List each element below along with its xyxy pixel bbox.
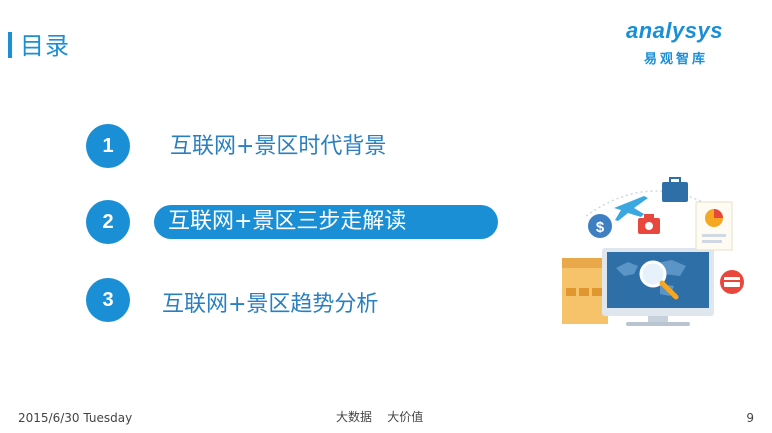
page-number: 9 xyxy=(746,411,754,425)
travel-analytics-illustration: $ xyxy=(562,177,744,326)
title-accent-bar xyxy=(8,32,12,58)
magnifier-icon xyxy=(639,260,679,300)
svg-text:$: $ xyxy=(596,219,605,236)
agenda-number: 1 xyxy=(86,124,130,168)
dollar-icon: $ xyxy=(588,214,612,238)
credit-card-icon xyxy=(720,270,744,294)
dotted-arc xyxy=(585,190,727,217)
camera-icon xyxy=(638,214,660,234)
airplane-icon xyxy=(614,196,648,221)
monitor-map-icon xyxy=(602,248,714,326)
agenda-number: 3 xyxy=(86,278,130,322)
agenda-label: 互联网+景区趋势分析 xyxy=(162,292,379,317)
brand-logo: analysys 易观智库 xyxy=(626,18,746,70)
agenda-item-2[interactable]: 2 互联网+景区三步走解读 xyxy=(0,198,772,248)
logo-english: analysys xyxy=(626,18,723,43)
page-title: 目录 xyxy=(20,32,70,60)
agenda-label: 互联网+景区时代背景 xyxy=(170,134,387,159)
agenda-item-1[interactable]: 1 互联网+景区时代背景 xyxy=(0,122,772,172)
agenda-label-active: 互联网+景区三步走解读 xyxy=(154,205,499,239)
footer-date: 2015/6/30 Tuesday xyxy=(18,411,133,425)
logo-chinese: 易观智库 xyxy=(644,52,709,67)
agenda-number: 2 xyxy=(86,200,130,244)
pie-chart-icon xyxy=(695,201,733,251)
folder-icon xyxy=(562,258,608,324)
briefcase-icon xyxy=(662,177,688,202)
footer-tagline: 大数据 大价值 xyxy=(336,410,424,424)
agenda-item-3[interactable]: 3 互联网+景区趋势分析 xyxy=(0,276,772,326)
